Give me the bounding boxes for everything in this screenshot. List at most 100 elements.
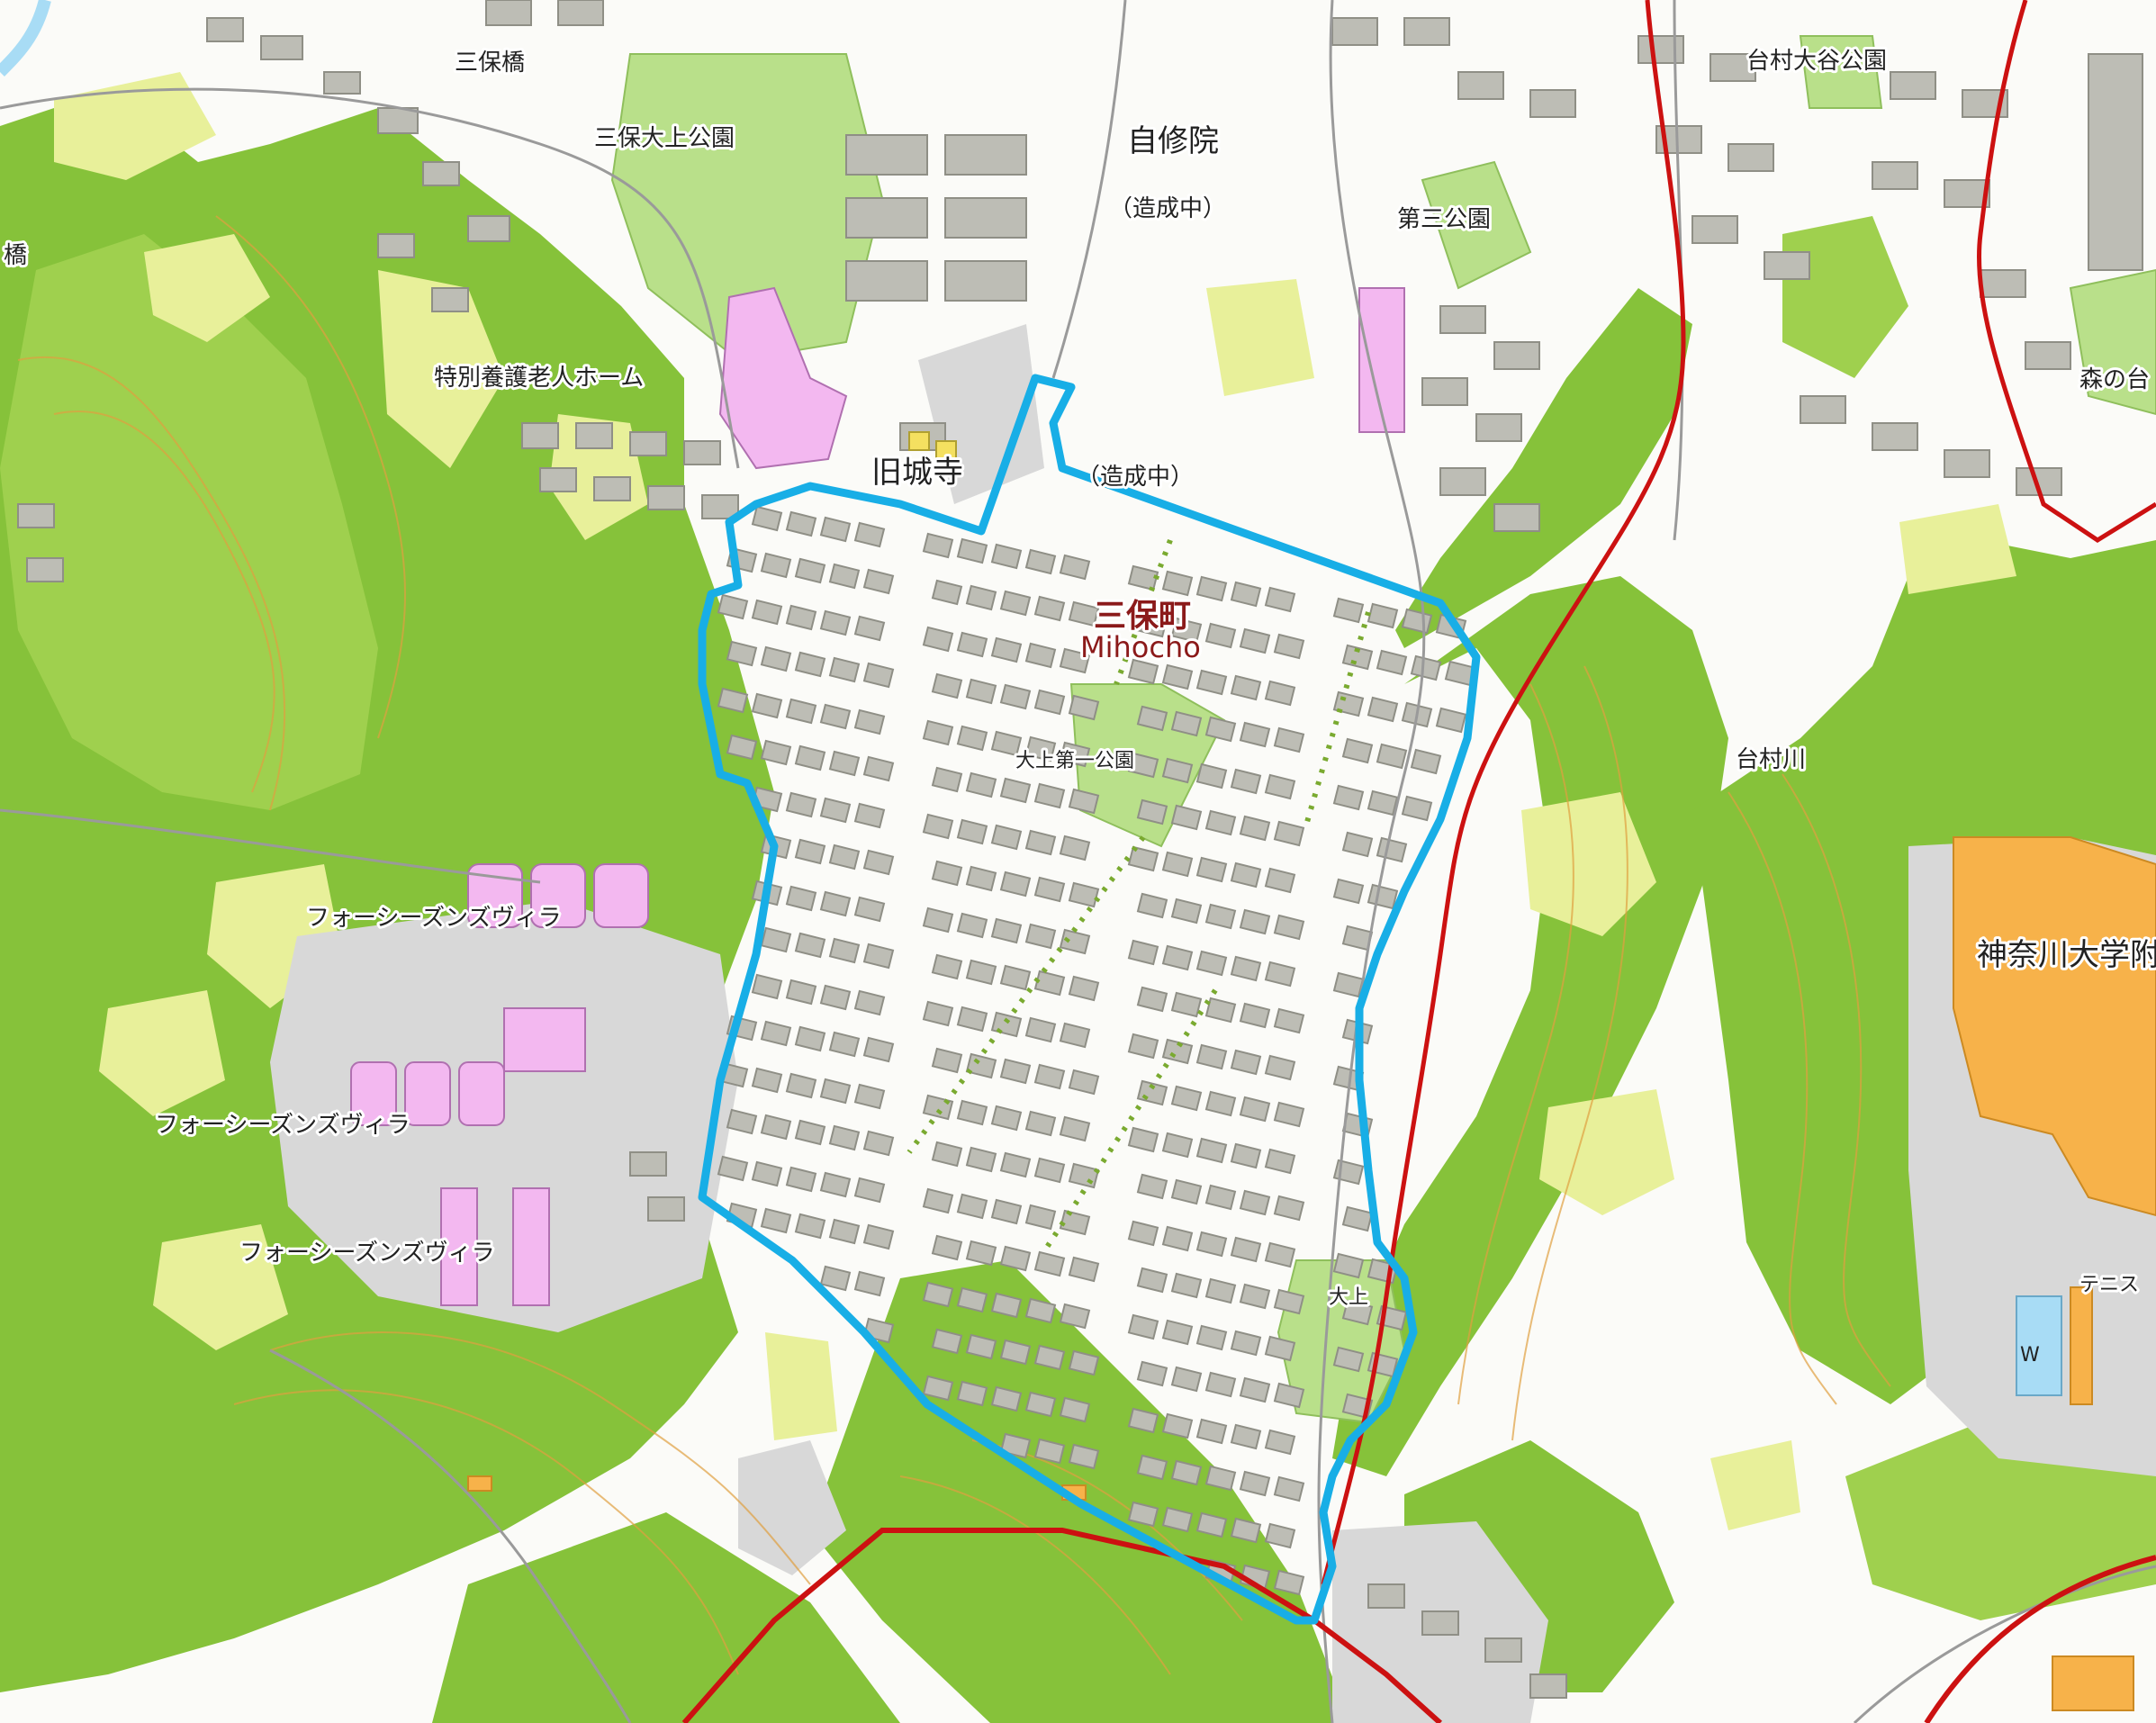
house (990, 1292, 1023, 1319)
house (1264, 1241, 1296, 1268)
house (1204, 997, 1237, 1024)
house (1136, 1267, 1168, 1294)
house (1068, 694, 1100, 721)
house (1273, 726, 1305, 753)
house (1230, 768, 1262, 795)
house (1127, 845, 1159, 872)
house (999, 777, 1032, 804)
house (726, 640, 758, 667)
house (1033, 1438, 1066, 1465)
house (1127, 564, 1159, 591)
house (1127, 939, 1159, 966)
house (853, 896, 886, 923)
house (931, 1234, 963, 1261)
label-four-seasons-2: フォーシーズンズヴィラ (155, 1112, 410, 1139)
house (1068, 788, 1100, 815)
house (1376, 649, 1408, 676)
house (956, 1193, 988, 1220)
house (819, 703, 852, 730)
house (1273, 1007, 1305, 1034)
house (1195, 1137, 1228, 1164)
house (760, 645, 792, 672)
house (1059, 647, 1091, 674)
house (760, 552, 792, 579)
house (1024, 1391, 1057, 1418)
house (1136, 892, 1168, 919)
house (1239, 908, 1271, 935)
house (760, 1114, 792, 1141)
house (1264, 1429, 1296, 1456)
house (862, 568, 895, 595)
house (853, 521, 886, 548)
label-miho-bridge: 三保橋 (455, 50, 525, 77)
label-four-seasons-3: フォーシーズンズヴィラ (239, 1240, 495, 1267)
house (1264, 680, 1296, 707)
house (794, 1025, 826, 1052)
house (1341, 1205, 1374, 1232)
house (1161, 1132, 1194, 1159)
house (726, 1108, 758, 1135)
house (1367, 696, 1399, 723)
house (751, 973, 783, 1000)
house (828, 1218, 861, 1245)
house (965, 959, 997, 986)
house (922, 1187, 954, 1214)
house (1273, 914, 1305, 941)
house (751, 1160, 783, 1187)
house (1239, 815, 1271, 842)
house (819, 1078, 852, 1105)
house (760, 739, 792, 766)
house (1204, 1090, 1237, 1117)
house (751, 1067, 783, 1094)
house (1204, 1277, 1237, 1304)
house (956, 1286, 988, 1313)
house (1401, 795, 1433, 822)
house (1127, 1407, 1159, 1434)
house (999, 683, 1032, 710)
label-w: W (2020, 1344, 2040, 1367)
house (1230, 1236, 1262, 1263)
house (1059, 834, 1091, 862)
tree-rows (907, 538, 1371, 1253)
house (1204, 1184, 1237, 1211)
house (1161, 1319, 1194, 1346)
house (785, 510, 817, 537)
house (1195, 950, 1228, 977)
house (1195, 856, 1228, 883)
house (1367, 602, 1399, 629)
house (1161, 851, 1194, 878)
house (1204, 716, 1237, 743)
house (853, 802, 886, 829)
house (1161, 570, 1194, 597)
house (956, 818, 988, 845)
house (1273, 1475, 1305, 1502)
house (1204, 903, 1237, 930)
house (1410, 748, 1442, 775)
house (1024, 642, 1057, 669)
house (1033, 782, 1066, 809)
house (819, 890, 852, 917)
house (922, 532, 954, 559)
house (990, 543, 1023, 570)
house (785, 791, 817, 818)
house (1341, 1299, 1374, 1326)
house (1136, 1360, 1168, 1387)
label-under-construction-2: （造成中） (1077, 464, 1194, 491)
house (1059, 554, 1091, 581)
house (922, 719, 954, 746)
house (1024, 1297, 1057, 1324)
house (990, 917, 1023, 944)
house (931, 953, 963, 980)
nursing-home-building (718, 286, 848, 470)
house (1230, 581, 1262, 608)
house (1367, 789, 1399, 816)
house (853, 1177, 886, 1204)
house (1195, 1324, 1228, 1351)
university-building (1953, 836, 2156, 1217)
house (1239, 1189, 1271, 1216)
house (1033, 876, 1066, 903)
house (717, 687, 749, 714)
house (819, 609, 852, 636)
house (785, 885, 817, 912)
